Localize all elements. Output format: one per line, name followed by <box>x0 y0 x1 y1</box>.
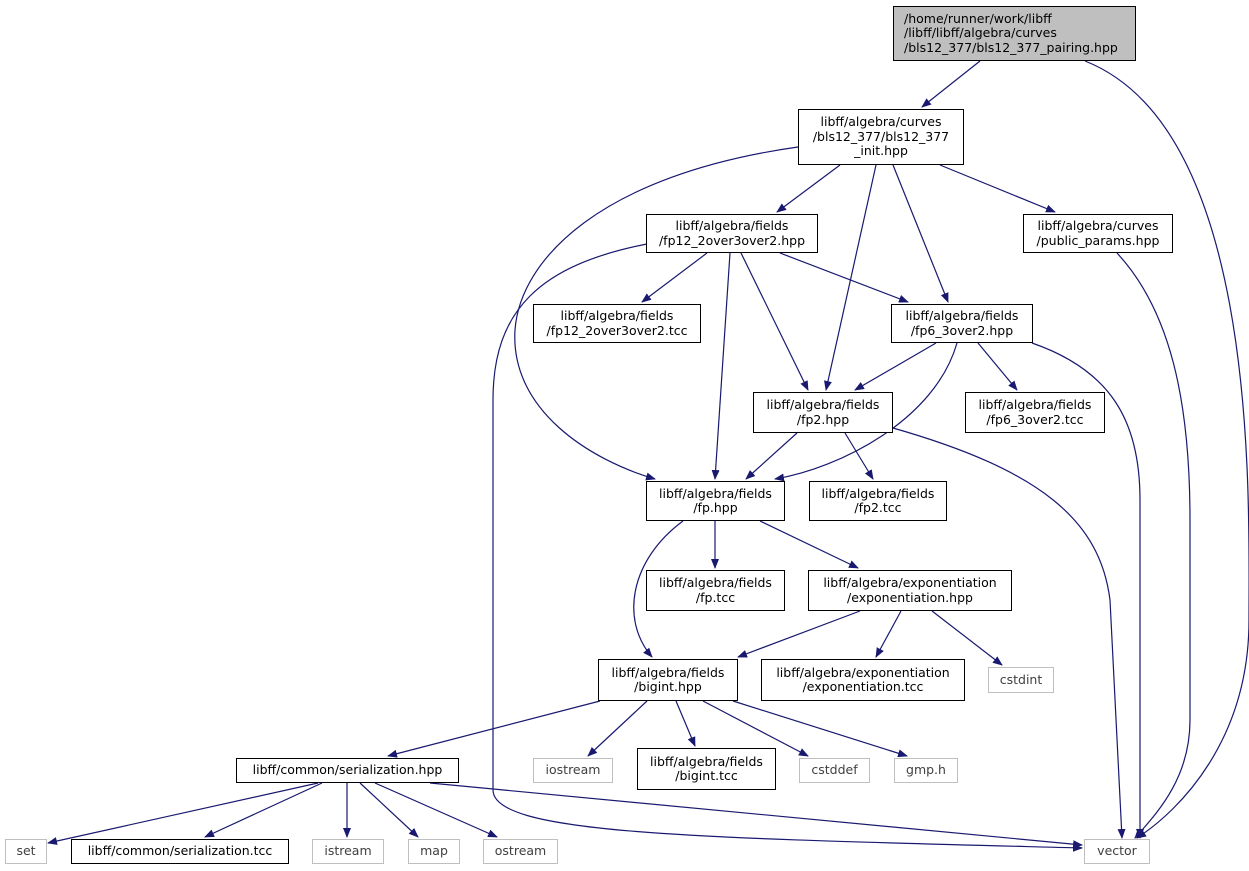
file-node-fp12-2over3over2-hpp[interactable]: libff/algebra/fields /fp12_2over3over2.h… <box>646 214 818 253</box>
file-node-bigint-hpp[interactable]: libff/algebra/fields /bigint.hpp <box>598 659 738 701</box>
edge-serialization-hpp-vector <box>429 782 1083 849</box>
edge-serialization-hpp-ostream <box>374 782 498 838</box>
edge-fp6-hpp-vector <box>1031 342 1144 839</box>
edge-serialization-hpp-map <box>359 782 419 838</box>
edge-root-vector <box>1084 60 1249 839</box>
edge-fp-hpp-bigint-hpp <box>633 520 684 658</box>
file-node-gmp-h: gmp.h <box>894 758 958 783</box>
file-node-cstdint: cstdint <box>988 667 1054 693</box>
edge-serialization-hpp-set <box>47 782 319 845</box>
edge-fp12-hpp-fp2-hpp <box>740 252 809 391</box>
edge-fp6-hpp-fp2-hpp <box>854 342 937 391</box>
edge-bigint-hpp-bigint-tcc <box>675 700 696 747</box>
edge-bigint-hpp-serialization-hpp <box>387 700 601 758</box>
file-node-fp-tcc[interactable]: libff/algebra/fields /fp.tcc <box>646 570 785 611</box>
edge-bls-init-public-params <box>939 164 1056 213</box>
file-node-fp6-3over2-tcc[interactable]: libff/algebra/fields /fp6_3over2.tcc <box>965 392 1105 433</box>
file-node-vector: vector <box>1084 839 1150 864</box>
edge-fp2-hpp-fp-hpp <box>745 432 798 480</box>
file-node-bls12-377-pairing: /home/runner/work/libff /libff/libff/alg… <box>893 6 1136 61</box>
file-node-ostream: ostream <box>483 839 558 864</box>
edge-fp6-hpp-fp-hpp <box>774 342 958 482</box>
edge-public-params-vector <box>1116 252 1191 839</box>
edge-fp12-hpp-vector <box>492 243 1083 852</box>
file-node-serialization-tcc[interactable]: libff/common/serialization.tcc <box>71 839 289 864</box>
edge-bigint-hpp-cstddef <box>702 700 809 757</box>
file-node-exponentiation-tcc[interactable]: libff/algebra/exponentiation /exponentia… <box>761 659 965 701</box>
file-node-fp2-tcc[interactable]: libff/algebra/fields /fp2.tcc <box>809 481 947 521</box>
edge-fp12-hpp-fp6-hpp <box>779 252 909 303</box>
file-node-cstddef: cstddef <box>799 758 870 783</box>
file-node-fp12-2over3over2-tcc[interactable]: libff/algebra/fields /fp12_2over3over2.t… <box>533 304 701 343</box>
file-node-public-params[interactable]: libff/algebra/curves /public_params.hpp <box>1023 214 1173 253</box>
edge-root-bls-init <box>921 60 981 108</box>
file-node-fp2-hpp[interactable]: libff/algebra/fields /fp2.hpp <box>753 392 893 433</box>
edge-exp-hpp-exp-tcc <box>875 610 902 658</box>
edge-fp12-hpp-fp-hpp <box>711 252 731 480</box>
file-node-exponentiation-hpp[interactable]: libff/algebra/exponentiation /exponentia… <box>808 570 1012 611</box>
edge-bls-init-fp6-hpp <box>892 164 949 303</box>
edge-bls-init-fp-hpp <box>514 146 799 481</box>
file-node-istream: istream <box>312 839 384 864</box>
file-node-iostream: iostream <box>533 758 613 783</box>
edge-exp-hpp-cstdint <box>931 610 1003 666</box>
file-node-map: map <box>408 839 460 864</box>
file-node-fp6-3over2-hpp[interactable]: libff/algebra/fields /fp6_3over2.hpp <box>891 304 1033 343</box>
edge-fp2-hpp-fp2-tcc <box>844 432 874 480</box>
file-node-bls12-377-init[interactable]: libff/algebra/curves /bls12_377/bls12_37… <box>798 109 964 165</box>
edge-fp-hpp-exp-hpp <box>759 520 859 569</box>
edge-fp2-hpp-vector <box>892 427 1126 839</box>
file-node-set: set <box>5 839 47 864</box>
file-node-bigint-tcc[interactable]: libff/algebra/fields /bigint.tcc <box>637 748 776 790</box>
edge-bls-init-fp12-hpp <box>776 164 841 213</box>
edge-bls-init-fp2-hpp <box>824 164 877 391</box>
edge-serialization-hpp-serialization-tcc <box>204 782 323 838</box>
edge-exp-hpp-bigint-hpp <box>737 610 861 658</box>
file-node-serialization-hpp[interactable]: libff/common/serialization.hpp <box>236 758 459 783</box>
file-node-fp-hpp[interactable]: libff/algebra/fields /fp.hpp <box>646 481 785 521</box>
edge-bigint-hpp-iostream <box>587 700 648 757</box>
edge-bigint-hpp-gmp <box>732 700 908 758</box>
edge-fp12-hpp-fp12-tcc <box>641 252 708 303</box>
edge-fp6-hpp-fp6-tcc <box>977 342 1018 391</box>
